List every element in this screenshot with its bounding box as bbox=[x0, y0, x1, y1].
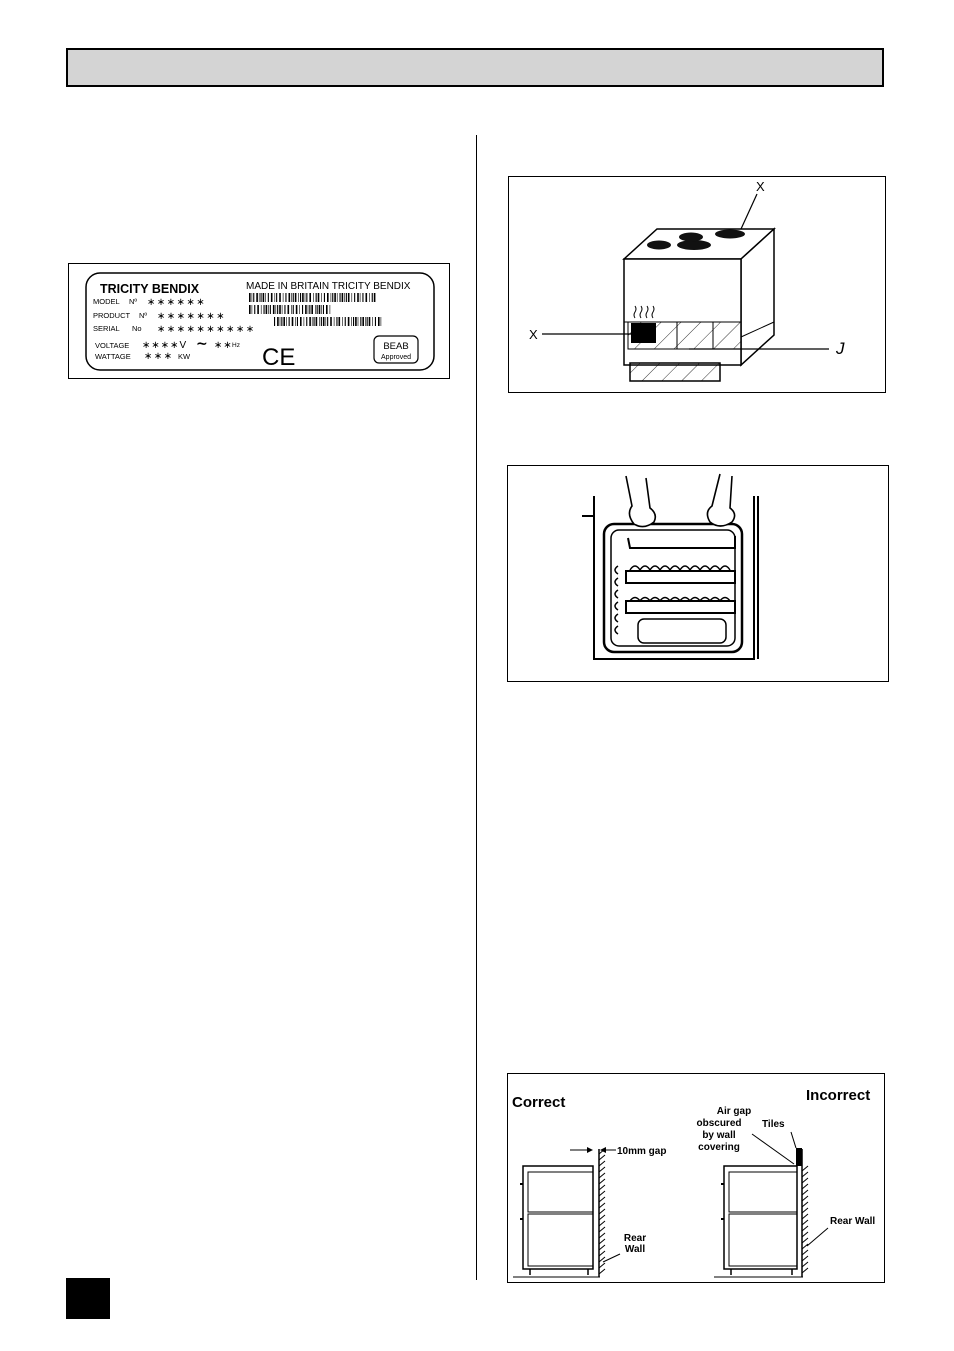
column-divider bbox=[476, 135, 477, 1280]
serial-label: SERIAL bbox=[93, 324, 120, 333]
rating-brand: TRICITY BENDIX bbox=[100, 282, 200, 296]
label-gap: 10mm gap bbox=[617, 1146, 666, 1157]
label-rear-wall-correct-1: Rear bbox=[624, 1233, 646, 1244]
wall-gap-diagram: Correct Incorrect 10mm gap Rear Wall bbox=[507, 1073, 885, 1283]
beab-badge bbox=[373, 335, 419, 364]
barcode-3 bbox=[274, 317, 382, 326]
rear-wall-hatch-correct bbox=[598, 1148, 606, 1275]
cooker-diagram: X X J bbox=[508, 176, 886, 393]
hz-value: ∗∗ bbox=[214, 340, 233, 351]
page-number-tab bbox=[66, 1278, 110, 1319]
rating-plate-figure: TRICITY BENDIX MADE IN BRITAIN TRICITY B… bbox=[68, 263, 450, 379]
model-no-label: Nº bbox=[129, 297, 137, 306]
oven-shelf-diagram bbox=[507, 465, 889, 682]
hz-unit: Hz bbox=[232, 342, 240, 349]
cooker-drawing: X X J bbox=[529, 179, 845, 382]
label-air-gap-1: Air gap bbox=[717, 1106, 751, 1117]
section-header-bar bbox=[66, 48, 884, 87]
model-value: ∗∗∗∗∗∗ bbox=[147, 297, 206, 308]
label-rear-wall-incorrect: Rear Wall bbox=[830, 1216, 875, 1227]
label-correct: Correct bbox=[512, 1094, 565, 1111]
label-rear-wall-correct-2: Wall bbox=[625, 1244, 645, 1255]
rear-wall-hatch-incorrect bbox=[801, 1165, 809, 1274]
label-air-gap-2: obscured bbox=[696, 1118, 741, 1129]
label-tiles: Tiles bbox=[762, 1119, 785, 1130]
oven-drawing bbox=[582, 473, 759, 660]
wattage-label: WATTAGE bbox=[95, 352, 131, 361]
product-label: PRODUCT bbox=[93, 311, 131, 320]
beab-label: BEAB bbox=[383, 341, 408, 352]
voltage-label: VOLTAGE bbox=[95, 341, 129, 350]
model-label: MODEL bbox=[93, 297, 120, 306]
rating-origin: MADE IN BRITAIN TRICITY BENDIX bbox=[246, 281, 411, 292]
ce-mark: CE bbox=[262, 344, 295, 371]
voltage-value: ∗∗∗∗V bbox=[142, 340, 187, 351]
gap-drawing: Correct Incorrect 10mm gap Rear Wall bbox=[512, 1087, 875, 1278]
serial-value: ∗∗∗∗∗∗∗∗∗∗ bbox=[157, 324, 256, 335]
ac-tilde: ∼ bbox=[196, 335, 208, 351]
label-air-gap-3: by wall bbox=[702, 1130, 736, 1141]
barcode-1 bbox=[249, 293, 376, 302]
wattage-value: ∗∗∗ bbox=[144, 351, 174, 362]
rating-plate: TRICITY BENDIX MADE IN BRITAIN TRICITY B… bbox=[85, 272, 435, 371]
barcode-2 bbox=[249, 305, 331, 314]
label-air-gap-4: covering bbox=[698, 1142, 740, 1153]
product-no-label: Nº bbox=[139, 311, 147, 320]
beab-approved: Approved bbox=[381, 354, 411, 361]
cooker-label-top: X bbox=[756, 179, 765, 194]
label-incorrect: Incorrect bbox=[806, 1087, 870, 1104]
wattage-unit: KW bbox=[178, 352, 191, 361]
cooker-label-left: X bbox=[529, 327, 538, 342]
cooker-label-right: J bbox=[835, 339, 845, 358]
serial-no-label: No bbox=[132, 324, 142, 333]
product-value: ∗∗∗∗∗∗∗ bbox=[157, 311, 226, 322]
